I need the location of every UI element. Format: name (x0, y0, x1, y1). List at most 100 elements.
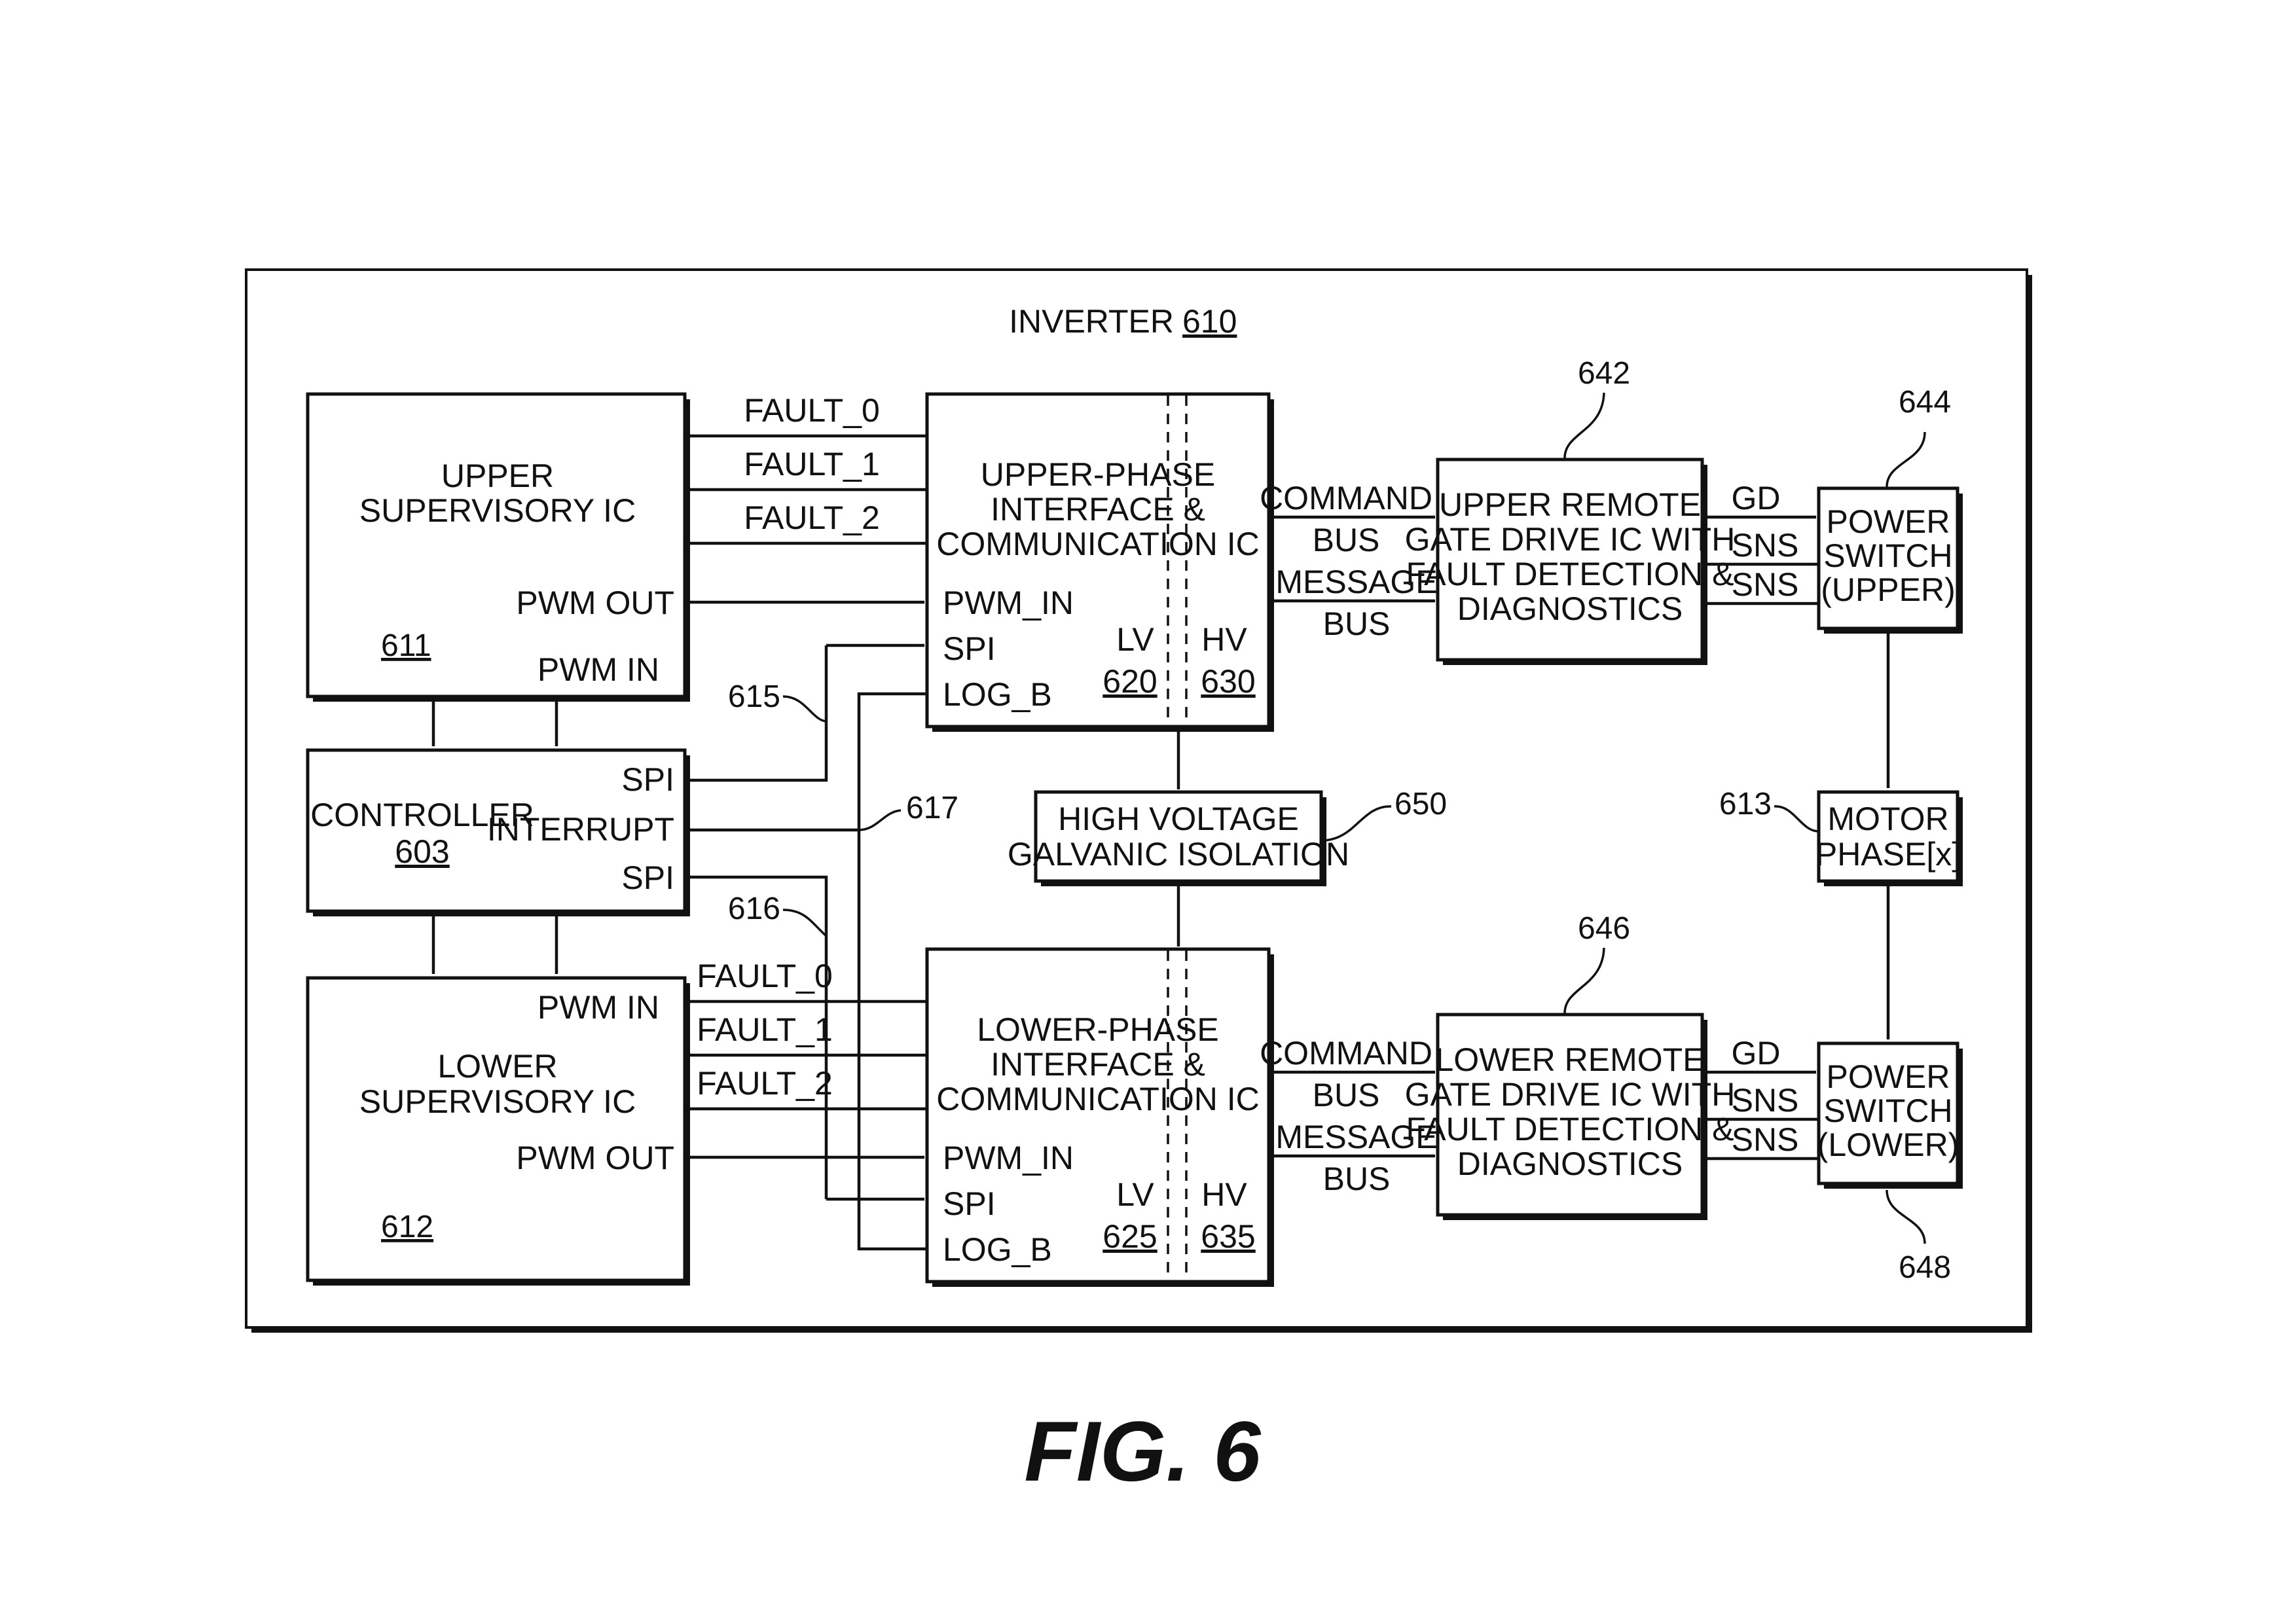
lower-supervisory-title: SUPERVISORY IC (359, 1083, 636, 1120)
motor-phase: MOTOR PHASE[x] 613 (1719, 787, 1963, 886)
lower-supervisory-pwm-out-label: PWM OUT (516, 1140, 674, 1176)
upper-supervisory-pwm-in-label: PWM IN (538, 651, 659, 688)
lower-power-switch: POWER SWITCH (LOWER) 648 (1817, 1041, 1963, 1285)
isolation-ref: 650 (1394, 787, 1447, 821)
lower-gate-drive-ref: 646 (1578, 911, 1630, 946)
lower-phase-ic-title: LOWER-PHASE (977, 1011, 1219, 1048)
upper-message-bus-label: BUS (1323, 605, 1391, 642)
upper-phase-lv-ref: 620 (1102, 663, 1157, 700)
upper-phase-hv-ref: 630 (1201, 663, 1255, 700)
upper-phase-ic-title: INTERFACE & (991, 491, 1205, 528)
lower-power-switch-title: POWER (1827, 1058, 1950, 1095)
lower-fault-label: FAULT_0 (697, 958, 833, 994)
upper-phase-lv-label: LV (1116, 621, 1154, 658)
isolation-ref-leader (1321, 805, 1392, 842)
upper-phase-ic-title: COMMUNICATION IC (936, 526, 1259, 562)
interrupt-line (857, 692, 926, 1251)
upper-phase-pwm-in-label: PWM_IN (943, 585, 1074, 621)
upper-fault-label: FAULT_2 (744, 499, 880, 536)
lower-phase-pwm-in-label: PWM_IN (943, 1140, 1074, 1176)
interrupt-ref-leader (858, 809, 902, 831)
upper-spi-ref-leader (782, 695, 827, 723)
lower-power-switch-title: (LOWER) (1817, 1126, 1959, 1163)
upper-spi-ref: 615 (728, 679, 780, 714)
lower-sns-label: SNS (1732, 1121, 1799, 1158)
upper-command-bus-label: BUS (1313, 522, 1380, 558)
lower-supervisory-pwm-in-label: PWM IN (538, 989, 659, 1026)
lower-fault-label: FAULT_2 (697, 1065, 833, 1102)
interrupt-ref: 617 (906, 791, 958, 825)
lower-gd-label: GD (1732, 1035, 1781, 1072)
upper-phase-ic-title: UPPER-PHASE (981, 456, 1215, 493)
lower-power-switch-title: SWITCH (1823, 1092, 1952, 1129)
lower-gate-drive-ref-leader (1563, 947, 1605, 1014)
lower-phase-lv-label: LV (1116, 1176, 1154, 1213)
lower-spi-ref: 616 (728, 892, 780, 926)
lower-phase-lv-ref: 625 (1102, 1218, 1157, 1255)
lower-command-bus-label: BUS (1313, 1077, 1380, 1113)
upper-phase-hv-label: HV (1201, 621, 1247, 658)
motor-phase-ref: 613 (1719, 787, 1772, 821)
upper-gate-drive-ic: UPPER REMOTE GATE DRIVE IC WITH FAULT DE… (1405, 356, 1736, 665)
upper-gate-drive-title: GATE DRIVE IC WITH (1405, 521, 1736, 558)
upper-supervisory-ic: UPPER SUPERVISORY IC PWM OUT PWM IN 611 (306, 392, 690, 702)
lower-spi-ref-leader (782, 909, 828, 937)
upper-fault-lines: FAULT_0 FAULT_1 FAULT_2 (687, 392, 926, 545)
upper-phase-interface-ic: UPPER-PHASE INTERFACE & COMMUNICATION IC… (925, 392, 1274, 732)
motor-phase-title: MOTOR (1827, 801, 1948, 837)
upper-power-switch-title: POWER (1827, 503, 1950, 540)
upper-fault-label: FAULT_1 (744, 446, 880, 482)
lower-phase-hv-ref: 635 (1201, 1218, 1255, 1255)
lower-command-bus-label: COMMAND (1260, 1035, 1432, 1072)
controller-ref: 603 (395, 833, 449, 870)
upper-supervisory-title: UPPER (441, 458, 554, 494)
upper-power-switch-title: (UPPER) (1821, 571, 1956, 608)
upper-sns-label: SNS (1732, 566, 1799, 603)
upper-message-bus-label: MESSAGE (1275, 564, 1437, 600)
upper-power-switch: POWER SWITCH (UPPER) 644 (1817, 385, 1963, 634)
lower-gate-drive-ic: LOWER REMOTE GATE DRIVE IC WITH FAULT DE… (1405, 911, 1736, 1220)
lower-supervisory-title: LOWER (437, 1048, 557, 1085)
lower-phase-interface-ic: LOWER-PHASE INTERFACE & COMMUNICATION IC… (925, 947, 1274, 1287)
inverter-ref: 610 (1182, 303, 1237, 340)
figure-caption: FIG. 6 (1024, 1403, 1261, 1499)
lower-supervisory-ic: PWM IN LOWER SUPERVISORY IC PWM OUT 612 (306, 976, 690, 1286)
controller-interrupt-label: INTERRUPT (487, 811, 674, 848)
upper-phase-spi-label: SPI (943, 630, 996, 667)
upper-command-bus-label: COMMAND (1260, 480, 1432, 516)
upper-spi-bus (687, 645, 828, 782)
upper-sns-label: SNS (1732, 527, 1799, 564)
upper-power-switch-ref: 644 (1899, 385, 1951, 420)
lower-power-switch-ref-leader (1886, 1189, 1926, 1244)
upper-gate-drive-title: UPPER REMOTE (1439, 486, 1701, 523)
upper-supervisory-pwm-out-label: PWM OUT (516, 585, 674, 621)
controller-spi-bottom-label: SPI (621, 859, 674, 896)
upper-supervisory-title: SUPERVISORY IC (359, 492, 636, 529)
upper-power-switch-title: SWITCH (1823, 537, 1952, 574)
lower-phase-ic-title: INTERFACE & (991, 1046, 1205, 1083)
upper-gate-drive-ref-leader (1563, 392, 1605, 459)
controller-spi-top-label: SPI (621, 761, 674, 798)
lower-phase-hv-label: HV (1201, 1176, 1247, 1213)
upper-gate-drive-title: DIAGNOSTICS (1457, 590, 1683, 627)
inverter-label: INVERTER (1009, 303, 1174, 340)
lower-phase-log-b-label: LOG_B (943, 1231, 1052, 1268)
lower-supervisory-ref: 612 (381, 1210, 433, 1244)
lower-gate-drive-title: FAULT DETECTION & (1406, 1111, 1734, 1147)
controller-label: CONTROLLER (310, 797, 534, 833)
upper-gate-drive-ref: 642 (1578, 356, 1630, 391)
lower-power-switch-ref: 648 (1899, 1250, 1951, 1285)
lower-spi-bus (687, 875, 828, 1199)
upper-fault-label: FAULT_0 (744, 392, 880, 429)
lower-fault-label: FAULT_1 (697, 1011, 833, 1048)
lower-message-bus-label: MESSAGE (1275, 1119, 1437, 1155)
lower-message-bus-label: BUS (1323, 1161, 1391, 1197)
motor-phase-title: PHASE[x] (1815, 836, 1961, 873)
isolation-label: GALVANIC ISOLATION (1008, 836, 1349, 873)
controller: CONTROLLER 603 SPI INTERRUPT SPI (306, 748, 690, 916)
lower-phase-ic-title: COMMUNICATION IC (936, 1081, 1259, 1117)
lower-gate-drive-title: GATE DRIVE IC WITH (1405, 1076, 1736, 1113)
lower-gate-drive-title: LOWER REMOTE (1435, 1041, 1704, 1078)
motor-phase-ref-leader (1774, 805, 1818, 833)
lower-sns-label: SNS (1732, 1082, 1799, 1119)
